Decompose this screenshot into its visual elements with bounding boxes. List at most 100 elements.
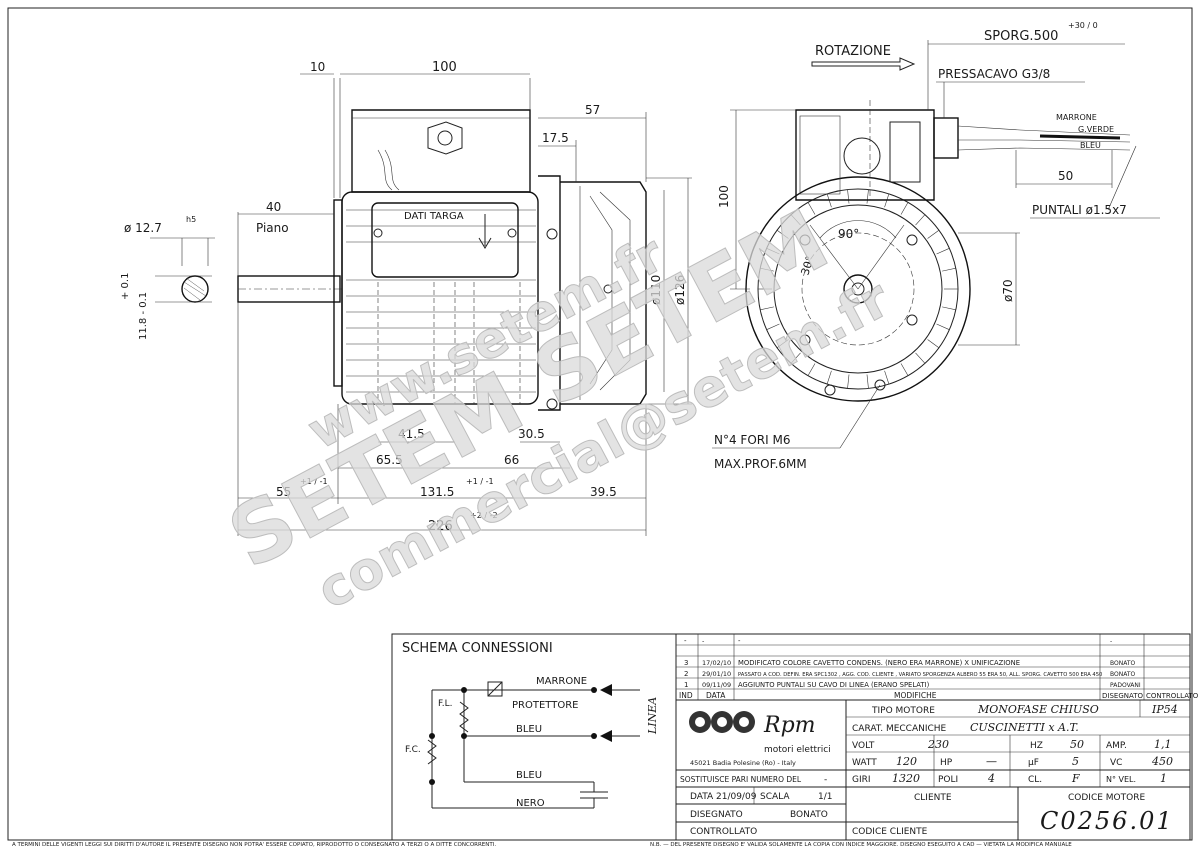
spec-cl-label: CL. (1028, 775, 1042, 785)
puntali-label: PUNTALI ø1.5x7 (1032, 203, 1127, 217)
revision-date: 09/11/09 (702, 681, 731, 689)
schema-nero: NERO (516, 798, 545, 809)
schema-linea: LINEA (646, 697, 659, 735)
scala-label: SCALA (760, 792, 790, 802)
dim-39-5: 39.5 (590, 485, 617, 499)
wire-gverde-label: G.VERDE (1078, 125, 1114, 134)
spec-carat-value: CUSCINETTI x A.T. (970, 721, 1079, 734)
cooling-fin (807, 202, 816, 215)
spec-poli-value: 4 (987, 772, 995, 785)
shaft-tolerance-label: h5 (186, 215, 196, 224)
cooling-fin (900, 363, 909, 376)
motor-body (341, 191, 539, 405)
revision-date: 29/01/10 (702, 670, 731, 678)
cooling-fin (936, 323, 950, 330)
spec-uf-label: µF (1028, 758, 1039, 768)
wire-marrone-label: MARRONE (1056, 113, 1097, 122)
dim-dia-70: ø70 (1001, 279, 1015, 302)
revision-by: PADOVANI (1110, 682, 1141, 689)
spec-tipo-label: TIPO MOTORE (871, 706, 935, 716)
revision-n: 2 (684, 670, 688, 678)
spec-carat-label: CARAT. MECCANICHE (852, 724, 947, 734)
company-subtitle: motori elettrici (764, 745, 831, 755)
watermark: www.setem.fr SETEM SETEM commercial@sete… (213, 190, 900, 622)
cooling-fin (790, 352, 801, 364)
cooling-fin (936, 248, 950, 255)
revision-n: 1 (684, 681, 688, 689)
motor-front-view: 90° 30° ø70 100 (717, 100, 1131, 402)
sporgenza-label: SPORG.500 (984, 29, 1058, 44)
cooling-fin (927, 339, 940, 349)
dim-17-5: 17.5 (542, 131, 569, 145)
connection-schema: SCHEMA CONNESSIONI MARRONE (391, 633, 677, 841)
dim-131-tol: +1 / -1 (466, 477, 494, 486)
company-block: Rpm motori elettrici 45021 Badia Polesin… (675, 699, 847, 771)
dim-226: 226 (428, 519, 453, 534)
spec-vc-value: 450 (1151, 755, 1173, 768)
dim-100-side: 100 (717, 185, 731, 208)
fan-cover (560, 181, 647, 405)
cooling-fin (942, 306, 956, 311)
rev-header-data: DATA (706, 691, 726, 700)
side-view-dimensions: 10 100 57 17.5 40 Piano ø126 ø110 41.5 3… (237, 60, 692, 536)
dim-100-top: 100 (432, 60, 457, 75)
spec-block: TIPO MOTORE MONOFASE CHIUSO IP54 CARAT. … (845, 699, 1191, 771)
dim-131-5: 131.5 (420, 485, 454, 499)
cooling-fin (927, 229, 940, 239)
dim-55: 55 (276, 485, 291, 499)
sostituisce-value: - (824, 775, 827, 785)
dim-55-tol: +1 / -1 (300, 477, 328, 486)
spec-giri-row: GIRI 1320 POLI 4 CL. F N° VEL. 1 (845, 769, 1191, 788)
cooling-fin (866, 374, 869, 389)
dim-40: 40 (266, 200, 281, 214)
spec-volt-value: 230 (927, 738, 949, 751)
cooling-fin (942, 267, 956, 272)
angle-90-label: 90° (838, 227, 859, 241)
spec-tipo-value: MONOFASE CHIUSO (977, 703, 1099, 716)
cooling-fin (884, 370, 890, 385)
spec-hp-value: — (986, 755, 997, 768)
schema-title: SCHEMA CONNESSIONI (402, 641, 553, 656)
controllato-label: CONTROLLATO (690, 827, 757, 837)
spec-giri-label: GIRI (852, 775, 871, 785)
revision-by: BONATO (1110, 671, 1136, 678)
dim-57: 57 (585, 103, 600, 117)
spec-ip: IP54 (1151, 703, 1178, 716)
cooling-fin (766, 248, 780, 255)
revision-text: - (738, 637, 741, 645)
scala-value: 1/1 (818, 792, 832, 802)
spec-hz-label: HZ (1030, 741, 1043, 751)
dim-226-tol: +2 / -2 (470, 511, 498, 520)
company-logo (689, 711, 755, 733)
spec-amp-value: 1,1 (1154, 738, 1172, 751)
cooling-fin (760, 306, 774, 311)
dim-dia-110: ø110 (649, 275, 663, 305)
dim-41-5: 41.5 (398, 427, 425, 441)
fori-label: N°4 FORI M6 (714, 433, 790, 447)
rev-header-modifiche: MODIFICHE (894, 691, 937, 700)
nameplate-label: DATI TARGA (404, 211, 464, 222)
cooling-fin (866, 189, 869, 204)
front-terminal-box (795, 109, 935, 201)
codice-cliente-label: CODICE CLIENTE (852, 827, 928, 837)
disegnato-value: BONATO (790, 810, 828, 820)
cooling-fin (776, 229, 789, 239)
codice-motore-label: CODICE MOTORE (1068, 793, 1145, 803)
revision-date: - (702, 637, 705, 645)
spec-amp-label: AMP. (1106, 741, 1127, 751)
cooling-fin (915, 214, 926, 226)
shaft-flat-dimension: 11.8 - 0.1 (138, 292, 149, 340)
dim-30-5: 30.5 (518, 427, 545, 441)
angle-30-label: 30° (798, 254, 816, 277)
footer-copyright: A TERMINI DELLE VIGENTI LEGGI SUI DIRITT… (12, 842, 496, 848)
spec-vel-label: N° VEL. (1106, 775, 1136, 784)
schema-fl: F.L. (438, 699, 452, 709)
title-block: SOSTITUISCE PARI NUMERO DEL - DATA 21/09… (675, 769, 1191, 841)
prof-label: MAX.PROF.6MM (714, 457, 807, 471)
cooling-fin (915, 352, 926, 364)
revision-text: AGGIUNTO PUNTALI SU CAVO DI LINEA (ERANO… (738, 681, 930, 689)
data-label: DATA (690, 792, 714, 802)
sporgenza-tol: +30 / 0 (1068, 21, 1098, 30)
rotazione-label: ROTAZIONE (815, 44, 891, 59)
